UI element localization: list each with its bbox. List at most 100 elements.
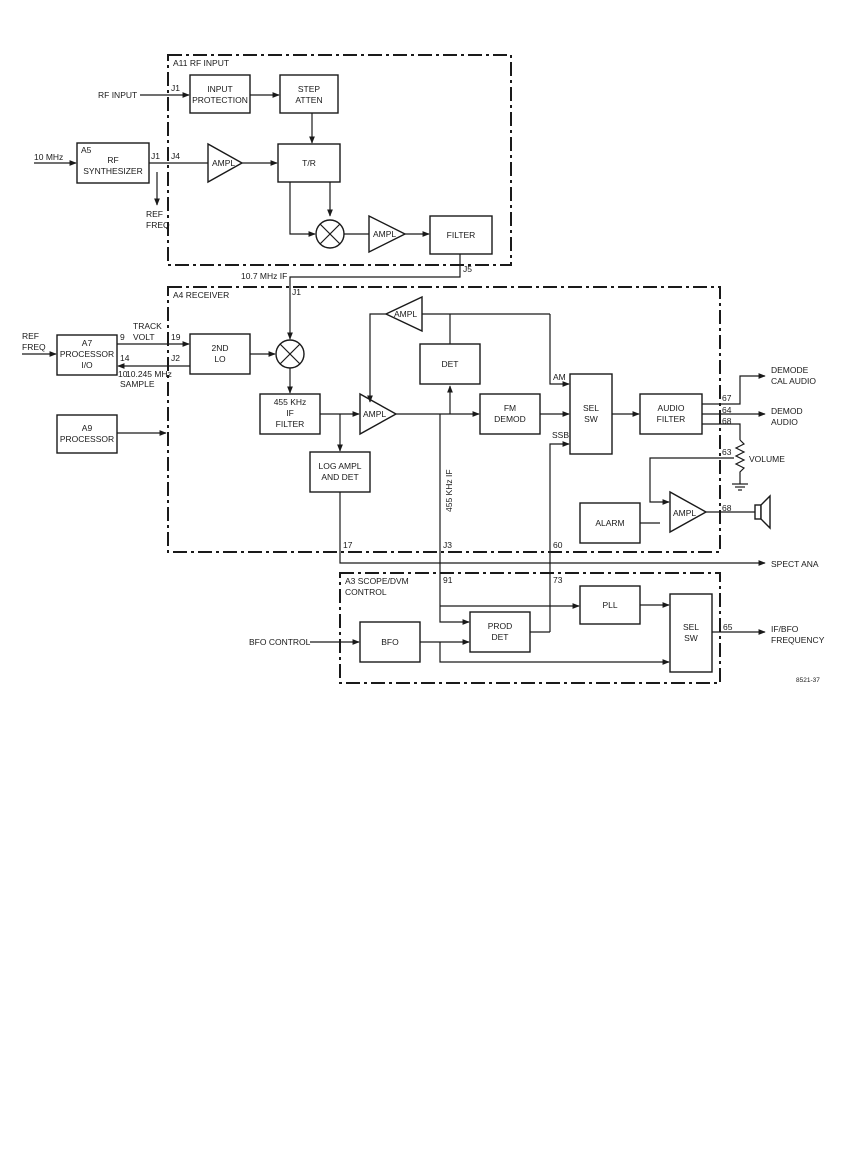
block-a5-l2: RF	[107, 155, 118, 165]
block-alarm-label: ALARM	[595, 518, 624, 528]
mixer-a4	[275, 339, 305, 369]
block-if-filter-l2: IF	[286, 408, 294, 418]
block-a9-l1: A9	[82, 423, 93, 433]
module-a3-boundary	[339, 572, 721, 684]
block-step-atten-l1: STEP	[298, 84, 321, 94]
signal-volume: VOLUME	[749, 454, 785, 464]
module-a11-label: A11 RF INPUT	[173, 58, 229, 68]
pin-10: 10	[118, 369, 128, 379]
block-alarm	[579, 502, 641, 544]
block-ampl-a11-label: AMPL	[212, 158, 235, 168]
signal-ssb: SSB	[552, 430, 569, 440]
block-sel-sw-a4-l2: SW	[584, 414, 598, 424]
block-2nd-lo-l1: 2ND	[211, 343, 228, 353]
module-a3-label-line1: A3 SCOPE/DVM	[345, 576, 409, 586]
block-a7-l2: PROCESSOR	[60, 349, 114, 359]
block-log-ampl-l2: AND DET	[321, 472, 358, 482]
block-2nd-lo-l2: LO	[214, 354, 226, 364]
block-455-if-filter	[259, 393, 321, 435]
block-pll	[579, 585, 641, 625]
block-log-ampl-l1: LOG AMPL	[319, 461, 362, 471]
module-a4-label: A4 RECEIVER	[173, 290, 229, 300]
block-audio-filter	[639, 393, 703, 435]
block-prod-det	[469, 611, 531, 653]
signal-ref-freq-out-l2: FREQ	[146, 220, 170, 230]
pin-19: 19	[171, 332, 181, 342]
block-a5-l3: SYNTHESIZER	[83, 166, 143, 176]
block-pll-label: PLL	[602, 600, 617, 610]
pin-60: 60	[553, 540, 563, 550]
block-ampl-top-label: AMPL	[394, 309, 417, 319]
block-sel-sw-a3	[669, 593, 713, 673]
signal-10-mhz: 10 MHz	[34, 152, 63, 162]
pin-14: 14	[120, 353, 130, 363]
pin-j1-synth: J1	[151, 151, 160, 161]
module-a11-boundary	[167, 54, 512, 266]
pin-67: 67	[722, 393, 732, 403]
block-ampl-a11-b	[368, 214, 407, 254]
block-det-label: DET	[442, 359, 459, 369]
pin-73: 73	[553, 575, 563, 585]
block-if-filter-l1: 455 KHz	[274, 397, 307, 407]
block-sel-sw-a4	[569, 373, 613, 455]
block-a9-processor	[56, 414, 118, 454]
pin-j1-rf: J1	[171, 83, 180, 93]
volume-potentiometer	[732, 439, 748, 491]
block-audio-filter-l1: AUDIO	[658, 403, 685, 413]
pin-j4: J4	[171, 151, 180, 161]
figure-id: 8521-37	[796, 677, 820, 684]
signal-demode-cal-audio-l2: CAL AUDIO	[771, 376, 816, 386]
block-log-ampl-det	[309, 451, 371, 493]
pin-j1-rx: J1	[292, 287, 301, 297]
signal-sample-freq: 10.245 MHz	[126, 369, 172, 379]
pin-63: 63	[722, 447, 732, 457]
speaker-icon	[754, 494, 771, 530]
pin-9: 9	[120, 332, 125, 342]
block-tr	[277, 143, 341, 183]
block-a5-l1: A5	[81, 145, 92, 155]
block-bfo	[359, 621, 421, 663]
pin-17: 17	[343, 540, 353, 550]
block-fm-demod-l1: FM	[504, 403, 516, 413]
module-a3-label-line2: CONTROL	[345, 587, 387, 597]
signal-455-if-vertical: 455 KHz IF	[444, 469, 454, 512]
mixer-a11	[315, 219, 345, 249]
signal-demod-audio-l1: DEMOD	[771, 406, 803, 416]
block-filter-a11	[429, 215, 493, 255]
pin-65: 65	[723, 622, 733, 632]
block-step-atten	[279, 74, 339, 114]
block-bfo-label: BFO	[381, 637, 399, 647]
block-step-atten-l2: ATTEN	[295, 95, 322, 105]
block-prod-det-l2: DET	[492, 632, 509, 642]
pin-68b: 68	[722, 503, 732, 513]
block-input-protection-l2: PROTECTION	[192, 95, 248, 105]
block-ampl-mid	[359, 392, 398, 436]
block-a7-processor-io	[56, 334, 118, 376]
signal-am: AM	[553, 372, 566, 382]
signal-if-bfo-frequency-l1: IF/BFO	[771, 624, 799, 634]
module-a4-boundary	[167, 286, 721, 553]
pin-68a: 68	[722, 416, 732, 426]
block-filter-a11-label: FILTER	[447, 230, 476, 240]
block-ampl-mid-label: AMPL	[363, 409, 386, 419]
block-fm-demod	[479, 393, 541, 435]
signal-track-volt-l1: TRACK	[133, 321, 162, 331]
block-sel-sw-a3-l1: SEL	[683, 622, 699, 632]
block-if-filter-l3: FILTER	[276, 419, 305, 429]
pin-j5: J5	[463, 264, 472, 274]
block-ampl-speaker	[669, 490, 708, 534]
signal-10-7-mhz-if: 10.7 MHz IF	[241, 271, 287, 281]
block-a9-l2: PROCESSOR	[60, 434, 114, 444]
signal-ref-freq-out-l1: REF	[146, 209, 163, 219]
block-audio-filter-l2: FILTER	[657, 414, 686, 424]
signal-bfo-control: BFO CONTROL	[249, 637, 311, 647]
signal-demode-cal-audio-l1: DEMODE	[771, 365, 809, 375]
block-prod-det-l1: PROD	[488, 621, 513, 631]
signal-ref-freq-in-l1: REF	[22, 331, 39, 341]
block-sel-sw-a4-l1: SEL	[583, 403, 599, 413]
signal-ref-freq-in-l2: FREQ	[22, 342, 46, 352]
signal-track-volt-l2: VOLT	[133, 332, 155, 342]
block-sel-sw-a3-l2: SW	[684, 633, 698, 643]
pin-j3: J3	[443, 540, 452, 550]
